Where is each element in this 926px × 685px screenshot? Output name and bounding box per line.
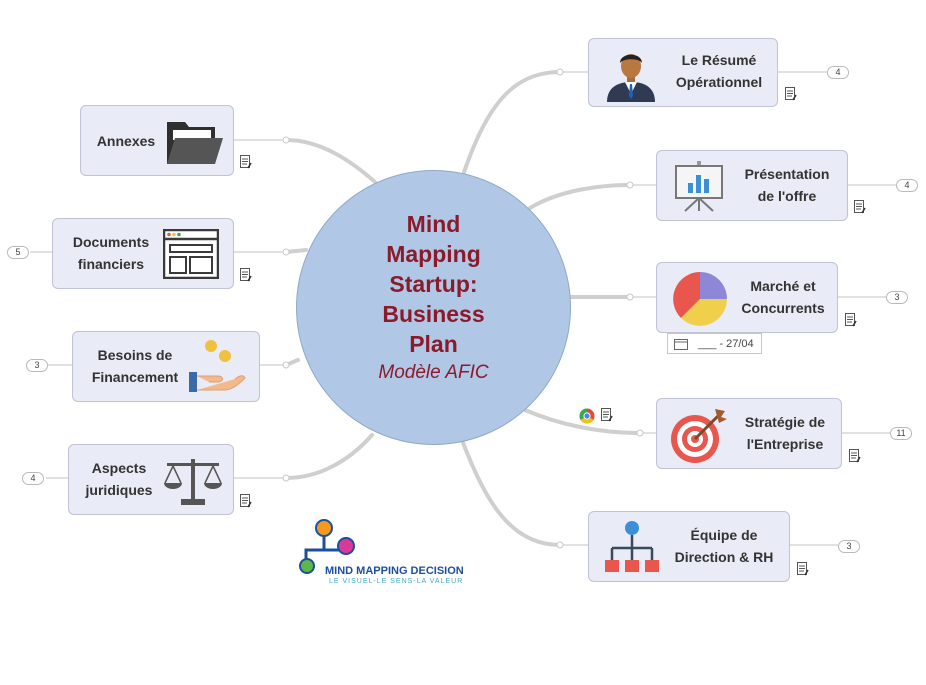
- pie-chart-icon: [673, 272, 727, 326]
- topic-documents-financiers[interactable]: Documents financiers: [52, 218, 234, 289]
- topic-presentation-offre[interactable]: Présentation de l'offre: [656, 150, 848, 221]
- topic-label: Documents financiers: [59, 231, 163, 275]
- topic-label-line: Opérationnel: [675, 74, 763, 90]
- folder-icon: [167, 122, 223, 164]
- link-offre: [528, 183, 632, 210]
- topic-label: Présentation de l'offre: [729, 163, 845, 207]
- topic-label-line: de l'offre: [757, 188, 817, 204]
- subtopic-count-badge[interactable]: 3: [26, 359, 48, 372]
- topic-strategie-entreprise[interactable]: Stratégie de l'Entreprise: [656, 398, 842, 469]
- topic-label-line: l'Entreprise: [746, 436, 824, 452]
- subtopic-count-badge[interactable]: 3: [886, 291, 908, 304]
- link-equipe: [460, 438, 562, 547]
- link-strategie: [523, 408, 642, 435]
- note-icon[interactable]: [240, 155, 252, 169]
- topic-label-line: Concurrents: [741, 300, 825, 316]
- topic-equipe-direction[interactable]: Équipe de Direction & RH: [588, 511, 790, 582]
- central-title: Mind Mapping Startup: Business Plan: [297, 209, 570, 359]
- link-aspects: [284, 433, 374, 480]
- central-title-line: Mapping: [386, 241, 481, 267]
- central-title-line: Business: [382, 301, 485, 327]
- task-date-box[interactable]: ___ - 27/04: [667, 333, 762, 354]
- central-topic[interactable]: Mind Mapping Startup: Business Plan Modè…: [296, 170, 571, 445]
- note-icon[interactable]: [240, 268, 252, 282]
- topic-label-line: financiers: [77, 256, 145, 272]
- subtopic-count-badge[interactable]: 4: [827, 66, 849, 79]
- central-title-line: Mind: [406, 211, 461, 237]
- topic-label: Aspects juridiques: [77, 457, 161, 501]
- org-chart-icon: [605, 521, 659, 572]
- central-subtitle: Modèle AFIC: [378, 362, 489, 383]
- central-title-line: Startup:: [389, 271, 478, 297]
- topic-label-line: Le Résumé: [681, 52, 757, 68]
- note-icon[interactable]: [797, 562, 809, 576]
- presentation-board-icon: [675, 161, 723, 212]
- topic-label: Marché et Concurrents: [729, 275, 837, 319]
- target-icon: [671, 409, 727, 463]
- note-icon[interactable]: [845, 313, 857, 327]
- topic-label: Stratégie de l'Entreprise: [729, 411, 841, 455]
- subtopic-count-badge[interactable]: 4: [22, 472, 44, 485]
- note-icon[interactable]: [240, 494, 252, 508]
- subtopic-count-badge[interactable]: 11: [890, 427, 912, 440]
- businessman-icon: [607, 54, 655, 102]
- subtopic-count-badge[interactable]: 5: [7, 246, 29, 259]
- link-annexes: [284, 138, 377, 184]
- topic-label-line: Marché et: [750, 278, 816, 294]
- mind-mapping-decision-logo: [299, 519, 355, 574]
- topic-label-line: Annexes: [96, 133, 156, 149]
- topic-resume-operationnel[interactable]: Le Résumé Opérationnel: [588, 38, 778, 107]
- topic-label-line: Besoins de: [97, 347, 173, 363]
- calendar-icon: [674, 338, 688, 350]
- chrome-link-icon[interactable]: [579, 408, 595, 424]
- topic-label-line: Direction & RH: [674, 549, 774, 565]
- topic-label-line: Financement: [91, 369, 179, 385]
- topic-label: Le Résumé Opérationnel: [661, 49, 777, 93]
- note-icon[interactable]: [849, 449, 861, 463]
- topic-marche-concurrents[interactable]: Marché et Concurrents: [656, 262, 838, 333]
- hand-coins-icon: [189, 340, 246, 392]
- topic-label: Annexes: [89, 130, 163, 152]
- logo-name: MIND MAPPING DECISION: [325, 565, 464, 577]
- task-date: ___ - 27/04: [698, 337, 754, 350]
- subtopic-count-badge[interactable]: 4: [896, 179, 918, 192]
- topic-label: Équipe de Direction & RH: [661, 524, 787, 568]
- note-icon[interactable]: [785, 87, 797, 101]
- central-title-line: Plan: [409, 331, 458, 357]
- note-icon[interactable]: [601, 408, 613, 422]
- topic-label-line: juridiques: [85, 482, 153, 498]
- topic-aspects-juridiques[interactable]: Aspects juridiques: [68, 444, 234, 515]
- topic-besoins-financement[interactable]: Besoins de Financement: [72, 331, 260, 402]
- note-icon[interactable]: [854, 200, 866, 214]
- browser-window-icon: [163, 229, 219, 279]
- topic-label-line: Documents: [72, 234, 150, 250]
- topic-label-line: Équipe de: [690, 527, 758, 543]
- topic-label-line: Aspects: [91, 460, 147, 476]
- topic-label: Besoins de Financement: [79, 344, 191, 388]
- subtopic-count-badge[interactable]: 3: [838, 540, 860, 553]
- link-resume: [460, 70, 562, 180]
- balance-scale-icon: [164, 459, 222, 505]
- topic-annexes[interactable]: Annexes: [80, 105, 234, 176]
- topic-label-line: Présentation: [744, 166, 830, 182]
- topic-label-line: Stratégie de: [744, 414, 826, 430]
- logo-tagline: LE VISUEL-LE SENS-LA VALEUR: [329, 578, 464, 585]
